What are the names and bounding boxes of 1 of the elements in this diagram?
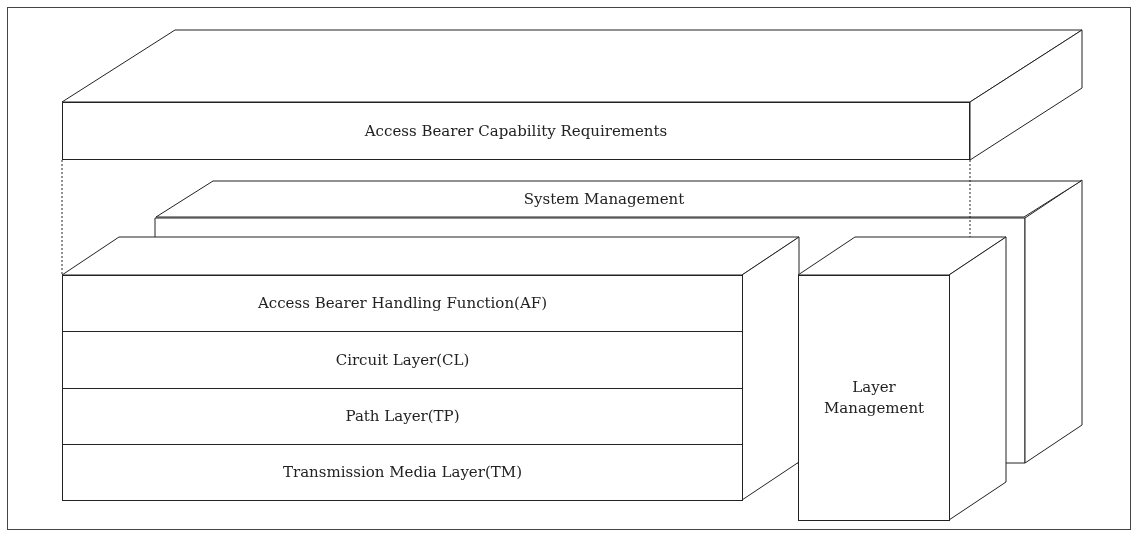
block-label: System Management bbox=[523, 188, 685, 210]
